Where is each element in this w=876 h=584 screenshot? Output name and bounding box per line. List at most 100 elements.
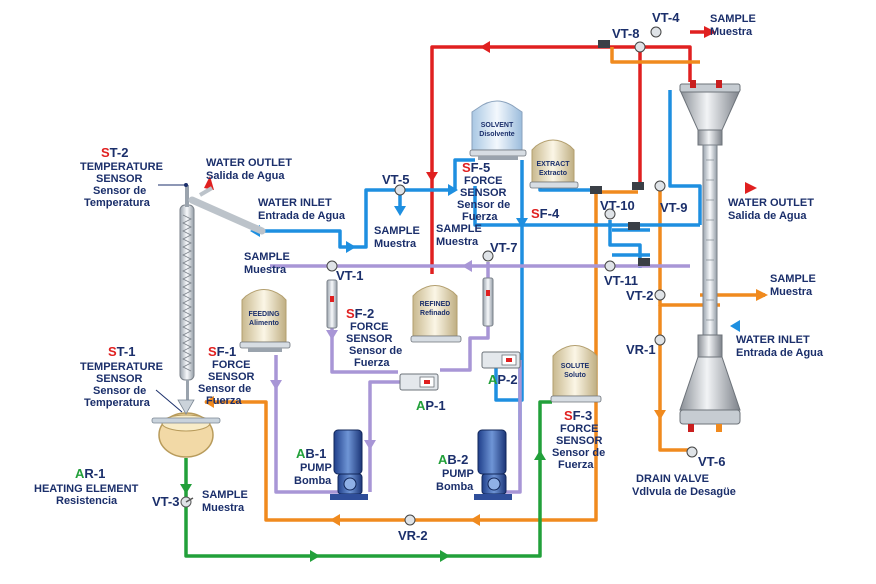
orange-arrow <box>330 514 340 526</box>
red-arrow <box>704 26 716 38</box>
actuator-ab2-label: AB-2 PUMP Bomba <box>436 452 474 493</box>
tank-feeding-line1: FEEDING <box>248 311 280 318</box>
extraction-column <box>679 80 741 432</box>
sf1-letter: S <box>208 344 217 359</box>
actuator-ab1-label: AB-1 PUMP Bomba <box>294 446 332 487</box>
st2-l3: Sensor de <box>93 185 146 197</box>
metering-pump-ap1 <box>399 373 439 391</box>
sample-vt5-en: SAMPLE <box>374 225 420 237</box>
sf1-l4: Fuerza <box>206 395 242 407</box>
st1-l4: Temperatura <box>84 397 151 409</box>
ap1-code: P-1 <box>425 398 445 413</box>
sensor-sf5-label: SF-5 FORCE SENSOR Sensor de Fuerza <box>457 160 510 223</box>
valve-vt5-icon <box>394 184 406 196</box>
svg-text:ST-2: ST-2 <box>101 145 128 160</box>
valve-vt11-icon <box>604 260 616 272</box>
force-sensor-plates <box>590 40 650 266</box>
sf4-letter: S <box>531 206 540 221</box>
sf2-l2: SENSOR <box>346 333 393 345</box>
blue-arrow <box>516 218 528 228</box>
valve-vt3-icon <box>180 496 194 508</box>
tank-solvent-line1: SOLVENT <box>481 122 514 129</box>
red-arrow <box>204 176 214 190</box>
svg-text:AB-2: AB-2 <box>438 452 468 467</box>
sf3-l4: Fuerza <box>558 459 594 471</box>
blue-arrow <box>448 184 458 196</box>
drain-valve-en: DRAIN VALVE <box>636 473 709 485</box>
ap1-letter: A <box>416 398 426 413</box>
sensor-sf1-label: SF-1 FORCE SENSOR Sensor de Fuerza <box>198 344 255 407</box>
valve-vt9-label: VT-9 <box>660 200 687 215</box>
water-outlet-left-es: Salida de Agua <box>206 170 285 182</box>
water-inlet-right-es: Entrada de Agua <box>736 347 824 359</box>
blue-arrow <box>346 241 356 253</box>
actuator-ap1-label: AP-1 <box>416 398 446 413</box>
st1-code: T-1 <box>117 344 136 359</box>
tank-solute: SOLUTE Soluto <box>550 345 602 403</box>
tank-refined-line2: Refinado <box>420 310 450 317</box>
valve-vt7-label: VT-7 <box>490 240 517 255</box>
water-inlet-right-en: WATER INLET <box>736 334 810 346</box>
tank-solute-line2: Soluto <box>564 372 586 379</box>
sf5-code: F-5 <box>471 160 491 175</box>
sf3-code: F-3 <box>573 408 593 423</box>
valve-vt3-label: VT-3 <box>152 494 179 509</box>
sf1-l2: SENSOR <box>208 371 255 383</box>
valve-vt2-label: VT-2 <box>626 288 653 303</box>
lilac-arrow <box>462 260 472 272</box>
ab2-code: B-2 <box>447 452 468 467</box>
st2-letter: S <box>101 145 110 160</box>
valve-vt10-label: VT-10 <box>600 198 635 213</box>
orange-arrow <box>654 410 666 420</box>
sf2-l1: FORCE <box>350 321 389 333</box>
sf5-l1: FORCE <box>464 175 503 187</box>
sensor-st1-label: ST-1 TEMPERATURE SENSOR Sensor de Temper… <box>80 344 183 413</box>
st2-l1: TEMPERATURE <box>80 161 163 173</box>
valve-vt4-icon <box>650 26 662 38</box>
svg-text:ST-1: ST-1 <box>108 344 135 359</box>
ap2-letter: A <box>488 372 498 387</box>
reflux-column <box>179 185 266 410</box>
valve-vt10-icon <box>604 208 616 220</box>
tank-refined: REFINED Refinado <box>410 285 462 343</box>
svg-text:AB-1: AB-1 <box>296 446 326 461</box>
ab2-letter: A <box>438 452 448 467</box>
svg-text:SF-3: SF-3 <box>564 408 592 423</box>
sample-top-en: SAMPLE <box>710 13 756 25</box>
pump-ab2 <box>474 429 512 500</box>
water-outlet-right-es: Salida de Agua <box>728 210 807 222</box>
sensor-sf4-label: SF-4 <box>531 206 560 221</box>
tank-feeding-line2: Alimento <box>249 320 279 327</box>
drain-valve-es: Vdlvula de Desagüe <box>632 486 736 498</box>
blue-arrow <box>394 206 406 216</box>
valve-vt1-icon <box>326 260 338 272</box>
ab1-l1: PUMP <box>300 462 332 474</box>
sf4-code: F-4 <box>540 206 560 221</box>
valve-vt5-label: VT-5 <box>382 172 409 187</box>
st1-letter: S <box>108 344 117 359</box>
lilac-arrow <box>364 440 376 450</box>
st2-code: T-2 <box>110 145 129 160</box>
water-inlet-left-en: WATER INLET <box>258 197 332 209</box>
valve-vt8-icon <box>634 41 646 53</box>
ab1-code: B-1 <box>305 446 326 461</box>
valve-symbols <box>326 26 698 526</box>
valve-vt4-label: VT-4 <box>652 10 680 25</box>
sf1-l3: Sensor de <box>198 383 251 395</box>
sample-vt3-en: SAMPLE <box>202 489 248 501</box>
green-pipes <box>184 400 552 558</box>
orange-arrow <box>470 514 480 526</box>
sensor-sf2-label: SF-2 FORCE SENSOR Sensor de Fuerza <box>346 306 402 369</box>
green-arrow <box>310 550 320 562</box>
sf2-code: F-2 <box>355 306 375 321</box>
orange-arrow <box>204 396 214 408</box>
green-arrow <box>440 550 450 562</box>
sf1-l1: FORCE <box>212 359 251 371</box>
sample-right-en: SAMPLE <box>770 273 816 285</box>
red-pipes <box>430 30 714 274</box>
sample-vt7-en: SAMPLE <box>436 223 482 235</box>
sample-left-en: SAMPLE <box>244 251 290 263</box>
st1-l3: Sensor de <box>93 385 146 397</box>
ab1-l2: Bomba <box>294 475 332 487</box>
